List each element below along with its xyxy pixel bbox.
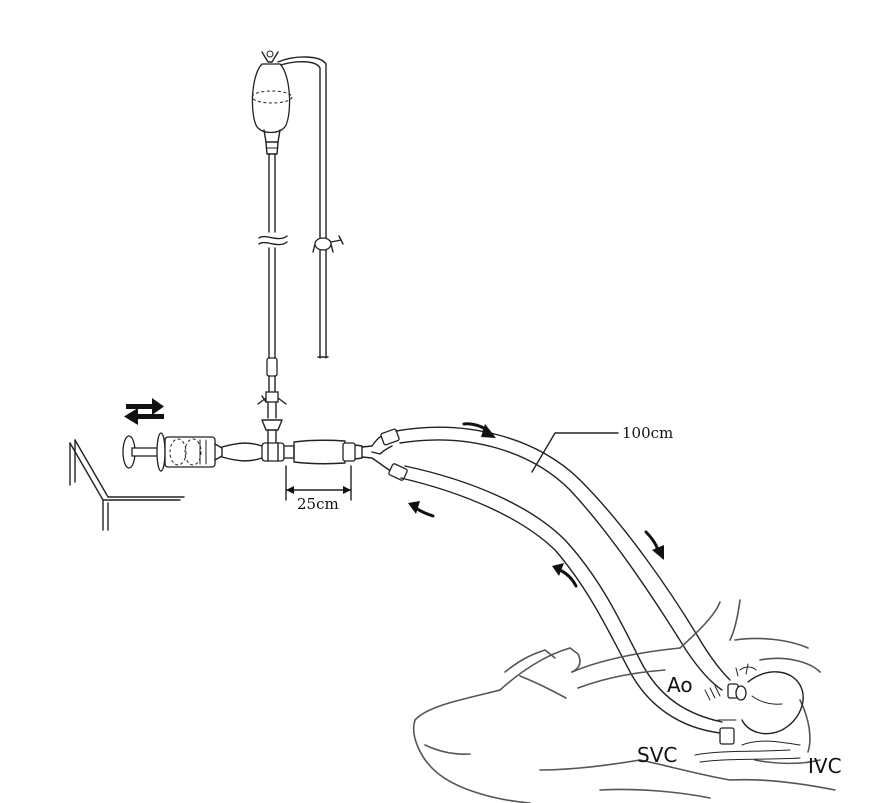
svc-label: SVC [637, 743, 677, 767]
tube-length-callout [531, 432, 619, 473]
flow-arrow-1 [462, 422, 496, 438]
tube-length-label: 100cm [622, 424, 673, 442]
segment-length-dimension [285, 465, 352, 501]
heart [694, 663, 804, 763]
return-tube [388, 463, 723, 734]
stopcock [257, 391, 287, 447]
flow-arrow-2 [644, 530, 664, 560]
ivc-label: IVC [808, 754, 842, 778]
aorta-label: Ao [667, 673, 693, 697]
iv-bag [251, 50, 293, 155]
outflow-tube [380, 426, 731, 691]
segment-length-label: 25cm [297, 495, 339, 513]
animal-outline [413, 599, 836, 803]
stand-clamp [312, 235, 344, 253]
flow-arrows [408, 422, 664, 588]
bidirectional-arrow [124, 398, 164, 425]
iv-line [257, 153, 288, 447]
table [69, 439, 185, 531]
flow-arrow-4 [552, 563, 578, 588]
syringe [122, 432, 223, 472]
horizontal-tube [221, 433, 393, 473]
flow-arrow-3 [408, 501, 435, 518]
iv-stand [277, 56, 344, 359]
